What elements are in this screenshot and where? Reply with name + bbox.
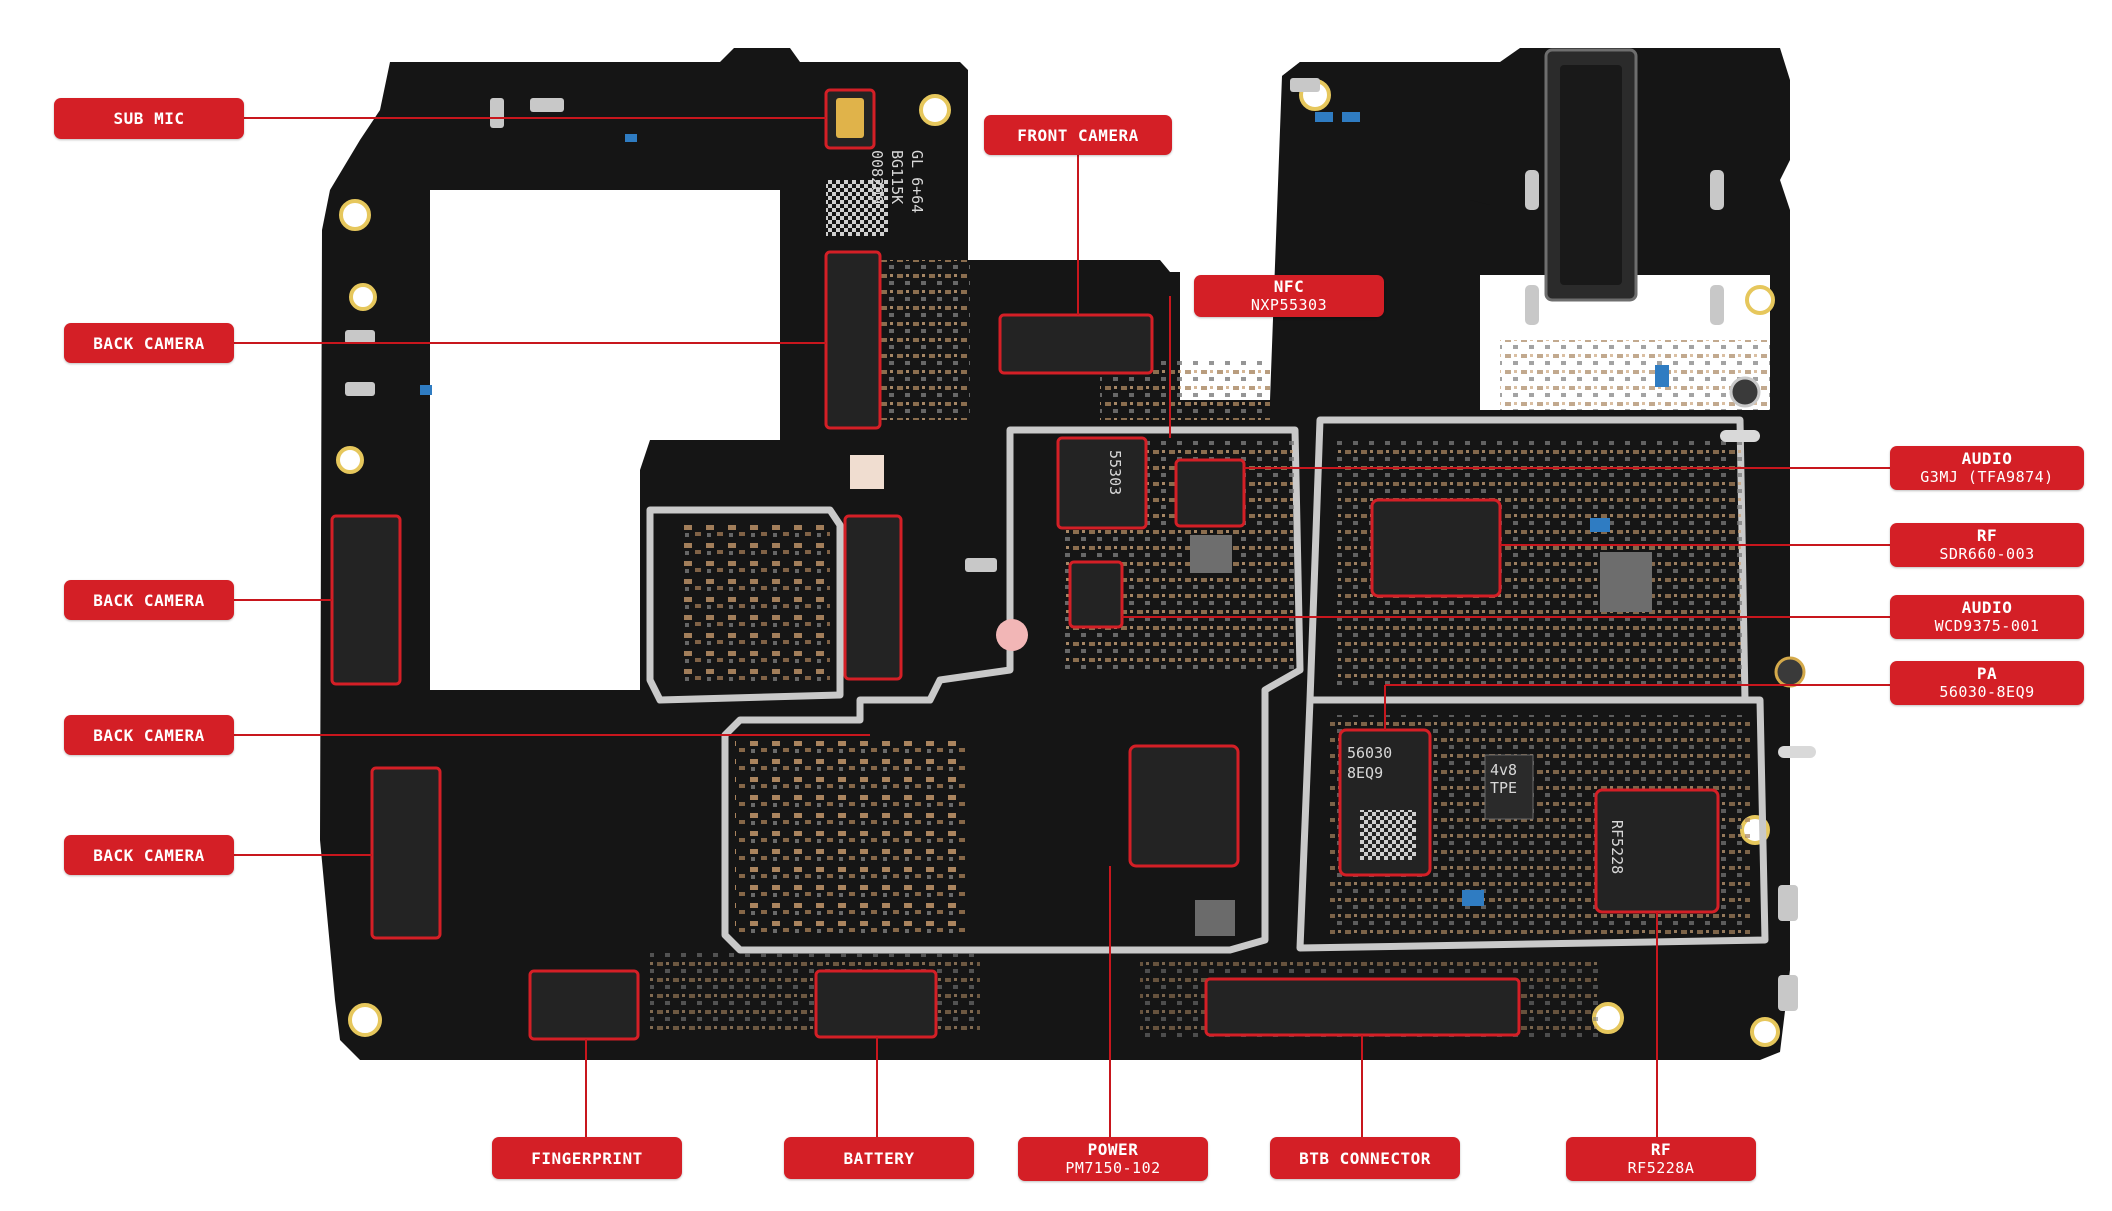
label-back-camera-1: BACK CAMERA	[64, 323, 234, 363]
label-audio-1-title: AUDIO	[1961, 449, 2013, 468]
label-rf-1-part: SDR660-003	[1939, 545, 2035, 563]
marking-code-3: 008209	[868, 150, 886, 204]
label-audio-2: AUDIO WCD9375-001	[1890, 595, 2084, 639]
label-nfc-title: NFC	[1273, 277, 1305, 296]
label-audio-2-part: WCD9375-001	[1934, 617, 2040, 635]
chip-marking-tpe: TPE	[1490, 779, 1517, 797]
marking-code-2: BG115K	[888, 150, 906, 204]
label-battery-text: BATTERY	[843, 1148, 915, 1168]
label-battery: BATTERY	[784, 1137, 974, 1179]
label-audio-1-part: G3MJ (TFA9874)	[1920, 468, 2054, 486]
label-power: POWER PM7150-102	[1018, 1137, 1208, 1181]
label-back-camera-4: BACK CAMERA	[64, 835, 234, 875]
chip-marking-4v8: 4v8	[1490, 761, 1517, 779]
label-rf-1: RF SDR660-003	[1890, 523, 2084, 567]
label-nfc-part: NXP55303	[1250, 296, 1328, 314]
label-back-camera-3-text: BACK CAMERA	[93, 725, 205, 745]
label-power-part: PM7150-102	[1065, 1159, 1161, 1177]
label-front-camera: FRONT CAMERA	[984, 115, 1172, 155]
label-pa-title: PA	[1976, 664, 1998, 683]
label-rf-2: RF RF5228A	[1566, 1137, 1756, 1181]
label-pa: PA 56030-8EQ9	[1890, 661, 2084, 705]
label-sub-mic: SUB MIC	[54, 98, 244, 139]
label-back-camera-1-text: BACK CAMERA	[93, 333, 205, 353]
board-markings: GL 6+64 BG115K 008209 55303 56030 8EQ9 R…	[868, 150, 1626, 874]
label-front-camera-text: FRONT CAMERA	[1017, 125, 1139, 145]
label-sub-mic-text: SUB MIC	[113, 109, 185, 128]
pa-chip-marking-1: 56030	[1347, 744, 1392, 762]
pa-chip-marking-2: 8EQ9	[1347, 764, 1383, 782]
board-details	[345, 78, 1816, 1011]
label-rf-2-title: RF	[1650, 1140, 1672, 1159]
camera-cutout	[430, 190, 780, 690]
rf-chip-marking: RF5228	[1608, 820, 1626, 874]
label-back-camera-3: BACK CAMERA	[64, 715, 234, 755]
marking-code-1: GL 6+64	[908, 150, 926, 213]
shield-cans	[646, 416, 1769, 954]
label-pa-part: 56030-8EQ9	[1939, 683, 2035, 701]
top-right-module	[1282, 62, 1490, 400]
label-audio-2-title: AUDIO	[1961, 598, 2013, 617]
nfc-chip-marking: 55303	[1106, 450, 1124, 495]
label-nfc: NFC NXP55303	[1194, 275, 1384, 317]
label-back-camera-4-text: BACK CAMERA	[93, 845, 205, 865]
board-notch	[1180, 62, 1275, 262]
leader-lines	[234, 117, 1890, 1137]
label-back-camera-2-text: BACK CAMERA	[93, 590, 205, 610]
label-fingerprint-text: FINGERPRINT	[531, 1148, 643, 1168]
label-fingerprint: FINGERPRINT	[492, 1137, 682, 1179]
label-btb-connector: BTB CONNECTOR	[1270, 1137, 1460, 1179]
label-power-title: POWER	[1087, 1140, 1139, 1159]
label-rf-2-part: RF5228A	[1627, 1159, 1695, 1177]
label-back-camera-2: BACK CAMERA	[64, 580, 234, 620]
label-btb-connector-text: BTB CONNECTOR	[1299, 1148, 1431, 1168]
label-audio-1: AUDIO G3MJ (TFA9874)	[1890, 446, 2084, 490]
label-rf-1-title: RF	[1976, 526, 1998, 545]
